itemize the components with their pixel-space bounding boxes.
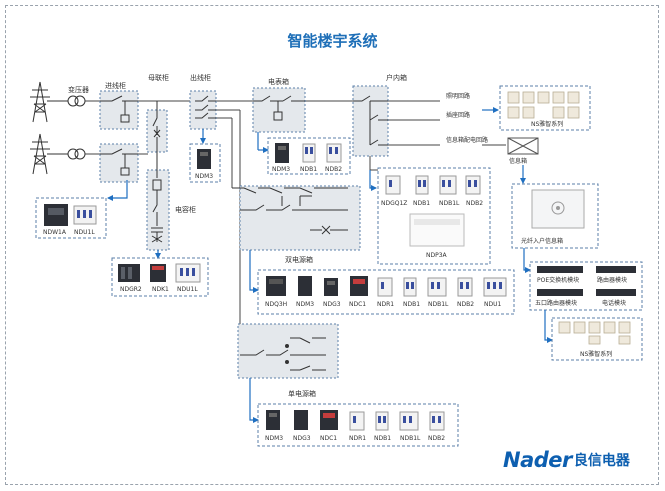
breaker-product-group (35, 197, 107, 239)
phone-module-label: 电话模块 (602, 299, 626, 307)
ns-series-label-2: NS雅智系列 (580, 350, 612, 358)
module-icons (537, 266, 636, 296)
single-power-box-label: 单电源箱 (288, 389, 316, 398)
product-ndb1-meter (302, 143, 316, 163)
product-label: NDU1L (74, 229, 95, 236)
ns-series-panel-group (499, 85, 591, 131)
product-label: NDB2 (325, 166, 342, 173)
product-ndb1l-home (439, 175, 457, 195)
router-module-label: 路由器模块 (597, 276, 627, 284)
product-label: NDR1 (377, 301, 394, 308)
product-label: NDP3A (426, 252, 448, 259)
product-ndw1a (44, 204, 68, 226)
incoming-cabinet-2 (99, 143, 139, 183)
product-label: NDB2 (466, 200, 483, 207)
product-label: NDC1 (349, 301, 366, 308)
product-label: NDK1 (152, 286, 169, 293)
product-label: NDGR2 (120, 286, 142, 293)
household-product-group (377, 167, 491, 265)
dual-product-icons (266, 276, 507, 297)
capacitor-product-group (111, 257, 209, 297)
product-label: NDB1L (428, 301, 449, 308)
product-label: NDB1L (439, 200, 460, 207)
capacitor-cabinet-label: 电容柜 (175, 205, 196, 214)
product-label: NDB1 (374, 435, 391, 442)
product-ndb1-home (415, 175, 429, 195)
product-label: NDB1 (403, 301, 420, 308)
meter-product-group (267, 137, 351, 175)
product-label: NDQ3H (265, 301, 287, 308)
product-ndm3-outgoing (197, 149, 211, 169)
incoming-cabinet-label: 进线柜 (105, 81, 126, 90)
product-ndu1l-b (175, 263, 201, 283)
product-ndgq1z (385, 175, 401, 195)
meter-box (252, 87, 306, 133)
product-ndp3a (409, 213, 465, 247)
product-label: NDR1 (349, 435, 366, 442)
meter-box-label: 电表箱 (268, 77, 289, 86)
product-label: NDG3 (293, 435, 311, 442)
five-port-router-label: 五口路由器模块 (535, 299, 577, 307)
household-box-label: 户内箱 (386, 73, 407, 82)
fiber-info-box-group (511, 183, 599, 249)
household-box (352, 85, 389, 157)
power-tower-icon (30, 81, 50, 123)
product-label: NDGQ1Z (381, 200, 407, 207)
single-power-box (237, 323, 339, 379)
single-product-labels: NDM3 NDG3 NDC1 NDR1 NDB1 NDB1L NDB2 (265, 435, 445, 442)
brand-wordmark: Nader (503, 448, 572, 472)
switch-panels-icon (558, 321, 631, 345)
diagram-title: 智能楼宇系统 (287, 32, 378, 50)
bus-tie-cabinet-label: 母联柜 (148, 73, 169, 82)
dual-product-labels: NDQ3H NDM3 NDG3 NDC1 NDR1 NDB1 NDB1L NDB2 NDU1 (265, 301, 502, 308)
fiber-info-box-icon (531, 189, 585, 229)
transformer-icon (67, 148, 86, 160)
product-label: NDM3 (195, 173, 213, 180)
network-module-group (529, 261, 643, 311)
product-ndu1l-a (73, 205, 97, 225)
transformer-icon (67, 95, 86, 107)
lighting-circuit-label: 照明回路 (446, 92, 470, 100)
product-ndb2-home (465, 175, 481, 195)
product-label: NDM3 (265, 435, 283, 442)
product-ndk1 (150, 264, 166, 282)
product-label: NDB2 (428, 435, 445, 442)
dual-power-box-label: 双电源箱 (285, 255, 313, 264)
info-box-label: 信息箱 (509, 157, 527, 165)
product-label: NDM3 (272, 166, 290, 173)
product-label: NDC1 (320, 435, 337, 442)
diagram-frame (5, 5, 659, 485)
incoming-cabinet-1 (99, 90, 139, 130)
power-tower-icon (30, 133, 50, 175)
product-ndgr2 (118, 264, 140, 282)
single-power-product-group (257, 403, 459, 447)
dual-power-product-group (257, 269, 515, 315)
product-label: NDU1 (484, 301, 502, 308)
product-label: NDU1L (177, 286, 198, 293)
product-ndm3-meter (275, 143, 289, 163)
transformer-label: 变压器 (68, 85, 89, 94)
product-label: NDB1L (400, 435, 421, 442)
product-label: NDW1A (43, 229, 67, 236)
product-label: NDB1 (300, 166, 317, 173)
product-label: NDM3 (296, 301, 314, 308)
ndm3-product-group (189, 143, 221, 183)
brand-name: 良信电器 (573, 453, 630, 469)
info-box-circuit-label: 信息箱配电回路 (446, 136, 488, 144)
product-label: NDB1 (413, 200, 430, 207)
ns-series-label: NS雅智系列 (531, 120, 563, 128)
fiber-info-box-label: 光纤入户信息箱 (521, 237, 563, 245)
product-label: NDG3 (323, 301, 341, 308)
ns-series-panel-group-2 (551, 317, 643, 361)
brand-logo: Nader 良信电器 (503, 447, 630, 473)
outgoing-cabinet-label: 出线柜 (190, 73, 211, 82)
switch-panels-icon (507, 91, 580, 119)
socket-circuit-label: 插座回路 (446, 111, 470, 119)
info-box-icon (507, 137, 539, 155)
product-label: NDB2 (457, 301, 474, 308)
poe-module-label: POE交换机模块 (537, 276, 579, 284)
single-product-icons (266, 410, 445, 431)
product-ndb2-meter (326, 143, 342, 163)
